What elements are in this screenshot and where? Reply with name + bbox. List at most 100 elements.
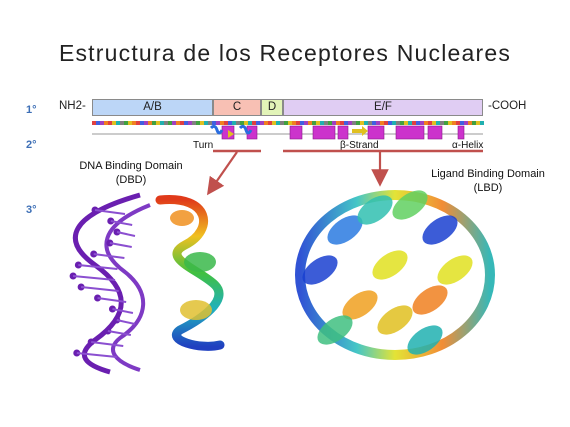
helix-coil <box>170 210 194 226</box>
sequence-residue <box>144 121 148 125</box>
dna-base-pair <box>116 319 136 325</box>
sequence-residue <box>200 121 204 125</box>
sequence-residue <box>244 121 248 125</box>
sequence-residue <box>184 121 188 125</box>
alpha-helix-icon <box>289 125 303 140</box>
sequence-residue <box>288 121 292 125</box>
sequence-residue <box>260 121 264 125</box>
sequence-residue <box>264 121 268 125</box>
sequence-residue <box>152 121 156 125</box>
sequence-residue <box>128 121 132 125</box>
sequence-residue <box>344 121 348 125</box>
dna-base-pair <box>110 220 133 226</box>
level-primary-label: 1° <box>26 104 37 116</box>
dbd-label-line2: (DBD) <box>115 174 147 186</box>
sequence-residue <box>480 121 484 125</box>
sequence-residue <box>476 121 480 125</box>
helix-coil <box>342 290 378 320</box>
sequence-residue <box>464 121 468 125</box>
turn-label: Turn <box>193 140 214 151</box>
sequence-residue <box>308 121 312 125</box>
sequence-residue <box>388 121 392 125</box>
dna-base-pair <box>107 330 132 336</box>
sequence-residue <box>240 121 244 125</box>
sequence-residue <box>432 121 436 125</box>
sequence-residue <box>368 121 372 125</box>
sequence-residue <box>216 121 220 125</box>
level-secondary-label: 2° <box>26 139 37 151</box>
sequence-residue <box>408 121 412 125</box>
lbd-label: Ligand Binding Domain (LBD) <box>418 167 558 195</box>
dna-strand <box>73 192 141 375</box>
helix-coil <box>184 252 216 272</box>
domain-segment-ab: A/B <box>92 99 213 116</box>
turn-icon <box>209 124 224 135</box>
helix-coil <box>412 285 448 315</box>
lbd-protein <box>295 190 495 360</box>
dbd-protein <box>155 195 225 351</box>
alpha-helix-icon <box>427 125 443 140</box>
sequence-residue <box>380 121 384 125</box>
sequence-residue <box>360 121 364 125</box>
sequence-residue <box>428 121 432 125</box>
sequence-residue <box>116 121 120 125</box>
sequence-residue <box>332 121 336 125</box>
alpha-helix-icon <box>457 125 465 140</box>
sequence-residue <box>220 121 224 125</box>
sequence-residue <box>124 121 128 125</box>
dna-base-pair <box>109 242 132 248</box>
alpha-helix-icon <box>312 125 336 140</box>
dbd-label-line1: DNA Binding Domain <box>79 160 183 172</box>
sequence-residue <box>92 121 96 125</box>
dbd-label: DNA Binding Domain (DBD) <box>72 159 190 187</box>
dna-double-helix <box>69 192 151 375</box>
sequence-residue <box>148 121 152 125</box>
sequence-residue <box>160 121 164 125</box>
sequence-residue <box>468 121 472 125</box>
sequence-residue <box>448 121 452 125</box>
sequence-residue <box>392 121 396 125</box>
sequence-residue <box>284 121 288 125</box>
sequence-residue <box>336 121 340 125</box>
sequence-residue <box>164 121 168 125</box>
sequence-residue <box>96 121 100 125</box>
sequence-residue <box>204 121 208 125</box>
protein-ribbon <box>295 190 495 360</box>
sequence-residue <box>320 121 324 125</box>
sequence-residue <box>312 121 316 125</box>
sequence-residue <box>356 121 360 125</box>
beta-strand-label: β-Strand <box>340 140 379 151</box>
sequence-residue <box>416 121 420 125</box>
sequence-residue <box>292 121 296 125</box>
sequence-residue <box>212 121 216 125</box>
sequence-residue <box>296 121 300 125</box>
sequence-residue <box>400 121 404 125</box>
sequence-residue <box>420 121 424 125</box>
sequence-residue <box>412 121 416 125</box>
sequence-residue <box>460 121 464 125</box>
sequence-residue <box>192 121 196 125</box>
dna-base-pair <box>116 231 136 237</box>
lbd-label-line2: (LBD) <box>473 182 503 194</box>
sequence-residue <box>252 121 256 125</box>
sequence-residue <box>396 121 400 125</box>
sequence-residue <box>444 121 448 125</box>
sequence-residue <box>272 121 276 125</box>
helix-coil <box>302 255 338 285</box>
sequence-color-strip <box>92 121 484 125</box>
sequence-residue <box>348 121 352 125</box>
sequence-residue <box>472 121 476 125</box>
n-terminus-label: NH2- <box>59 100 86 112</box>
sequence-residue <box>188 121 192 125</box>
dna-base-pair <box>91 341 124 347</box>
dbd-arrow <box>206 151 238 196</box>
sequence-residue <box>172 121 176 125</box>
sequence-residue <box>376 121 380 125</box>
sequence-residue <box>140 121 144 125</box>
sequence-residue <box>168 121 172 125</box>
sequence-residue <box>208 121 212 125</box>
sequence-residue <box>372 121 376 125</box>
sequence-residue <box>300 121 304 125</box>
lbd-label-line1: Ligand Binding Domain <box>431 168 545 180</box>
